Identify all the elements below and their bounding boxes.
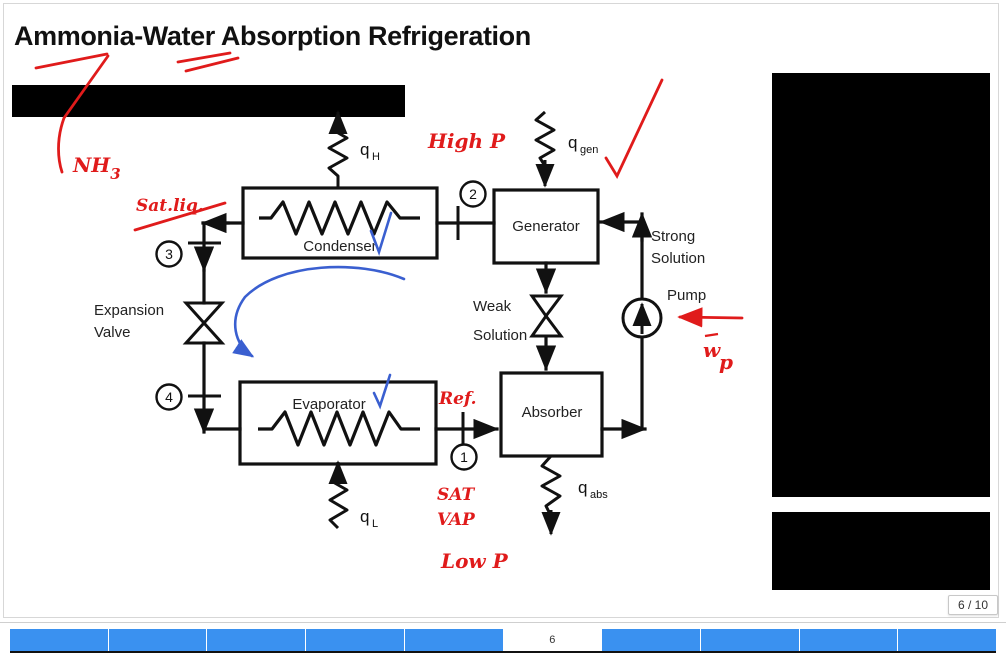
- state-point-2-label: 2: [469, 186, 477, 202]
- redacted-region-right-lower: [772, 512, 990, 590]
- expansion-valve-symbol: [182, 301, 226, 345]
- progress-segment-1[interactable]: [10, 629, 109, 651]
- blue-ink-annotations: [232, 211, 406, 410]
- absorber-label: Absorber: [522, 404, 583, 421]
- red-stroke-title-2: [176, 51, 232, 64]
- qgen-base: q: [568, 133, 577, 152]
- qh-zigzag-arrow: [327, 110, 349, 188]
- red-ink-strokes: [34, 51, 744, 328]
- blue-curved-arrow: [232, 265, 406, 358]
- progress-segment-9[interactable]: [799, 629, 899, 651]
- red-check-qgen: [604, 78, 664, 179]
- evaporator-label: Evaporator: [292, 396, 365, 413]
- red-stroke-satliq-leader: [133, 201, 227, 232]
- qh-label: q H: [360, 140, 380, 163]
- progress-segment-2[interactable]: [108, 629, 208, 651]
- progress-segment-7[interactable]: [602, 629, 701, 651]
- strong-solution-label-line2: Solution: [651, 250, 705, 267]
- qabs-sub: abs: [590, 489, 608, 501]
- annotation-nh3: NH3: [72, 153, 121, 183]
- blue-check-evaporator: [372, 373, 392, 410]
- qabs-label: q abs: [578, 478, 608, 501]
- strong-solution-label-line1: Strong: [651, 228, 695, 245]
- blue-check-condenser: [369, 211, 393, 256]
- page-title: Ammonia-Water Absorption Refrigeration: [14, 21, 531, 51]
- annotation-sat-vap-line2: VAP: [437, 510, 476, 530]
- state-point-4-label: 4: [165, 389, 173, 405]
- state-point-4: 4: [155, 383, 183, 411]
- annotation-pump-work: w p: [703, 332, 733, 374]
- evaporator-box: [238, 380, 438, 466]
- ql-label: q L: [360, 507, 378, 530]
- progress-strip: 6: [0, 622, 1006, 655]
- ql-sub: L: [372, 518, 378, 530]
- redacted-region-right-upper: [772, 73, 990, 497]
- slide-progress-bar[interactable]: 6: [10, 629, 997, 653]
- qabs-zigzag-arrow: [540, 454, 562, 536]
- state-tick-marks: [188, 206, 465, 446]
- qgen-label: q gen: [568, 133, 598, 156]
- red-stroke-title-leader: [57, 54, 110, 174]
- state-point-1: 1: [450, 443, 478, 471]
- weak-solution-valve-symbol: [529, 294, 564, 338]
- qh-base: q: [360, 140, 369, 159]
- evaporator-coil: [258, 410, 420, 447]
- state-point-markers: 3 4 1 2: [155, 180, 487, 471]
- progress-segment-8[interactable]: [700, 629, 800, 651]
- condenser-label: Condenser: [303, 238, 376, 255]
- annotation-high-p: High P: [427, 129, 506, 153]
- pump-label: Pump: [667, 287, 706, 304]
- weak-solution-label-line1: Weak: [473, 298, 512, 315]
- state-point-3-label: 3: [165, 246, 173, 262]
- annotation-sat-vap-line1: SAT: [437, 485, 476, 505]
- qgen-zigzag-arrow: [534, 110, 556, 188]
- absorber-box: [499, 371, 604, 458]
- annotation-low-p: Low P: [440, 549, 509, 573]
- qh-sub: H: [372, 151, 380, 163]
- red-stroke-title-3: [184, 56, 240, 73]
- state-point-3: 3: [155, 240, 183, 268]
- ql-zigzag-arrow: [328, 460, 349, 530]
- w-pump-base: w: [703, 338, 721, 362]
- expansion-valve-label-line1: Expansion: [94, 302, 164, 319]
- red-stroke-title-1: [34, 52, 109, 70]
- w-pump-sub: p: [719, 350, 733, 374]
- generator-label: Generator: [512, 218, 580, 235]
- progress-segment-5[interactable]: [404, 629, 504, 651]
- state-point-2: 2: [459, 180, 487, 208]
- annotation-sat-liq: Sat.liq.: [136, 196, 204, 216]
- absorption-refrigeration-diagram: 3 4 1 2 Condenser Evaporator Generator A…: [34, 51, 744, 573]
- w-pump-dot-accent: [704, 332, 719, 338]
- qgen-sub: gen: [580, 144, 598, 156]
- state-point-1-label: 1: [460, 449, 468, 465]
- red-arrow-pump: [677, 307, 744, 328]
- progress-segment-3[interactable]: [207, 629, 307, 651]
- progress-segment-4[interactable]: [306, 629, 405, 651]
- progress-segment-10[interactable]: [898, 629, 997, 651]
- condenser-coil: [259, 200, 420, 236]
- qabs-base: q: [578, 478, 587, 497]
- weak-solution-label-line2: Solution: [473, 327, 527, 344]
- annotation-ref: Ref.: [438, 389, 477, 409]
- piping: [193, 211, 653, 440]
- pump-symbol: [621, 297, 663, 339]
- expansion-valve-label-line2: Valve: [94, 324, 130, 341]
- ql-base: q: [360, 507, 369, 526]
- page-indicator: 6 / 10: [947, 595, 998, 615]
- progress-segment-6[interactable]: 6: [503, 629, 603, 651]
